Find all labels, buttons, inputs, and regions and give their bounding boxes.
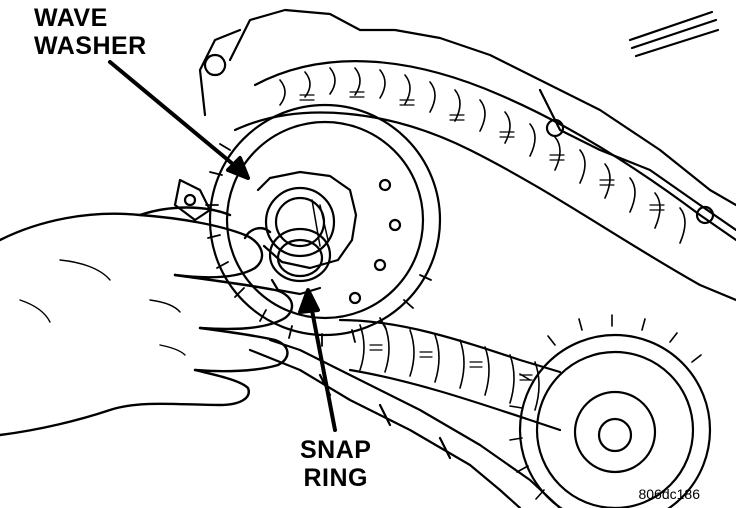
snap-ring-label-line2: RING [303, 464, 368, 492]
snap-ring [268, 227, 332, 296]
technician-hand [0, 206, 294, 437]
drive-chain-upper [233, 60, 736, 302]
snap-ring-arrow [298, 288, 337, 432]
snap-ring-label-line1: SNAP [300, 436, 372, 464]
wave-washer-hub [256, 170, 358, 270]
rear-sprocket [509, 314, 712, 508]
case-housing [173, 8, 736, 508]
wave-washer-arrow [108, 60, 250, 180]
wave-washer-label-line1: WAVE [34, 4, 108, 32]
wave-washer-label-line2: WASHER [34, 32, 147, 60]
drive-sprocket [205, 103, 442, 347]
figure-id: 806dc186 [638, 486, 700, 502]
snap-ring-label: SNAP RING [300, 436, 371, 492]
wave-washer-label: WAVE WASHER [34, 4, 147, 60]
drive-chain-lower [338, 318, 562, 432]
